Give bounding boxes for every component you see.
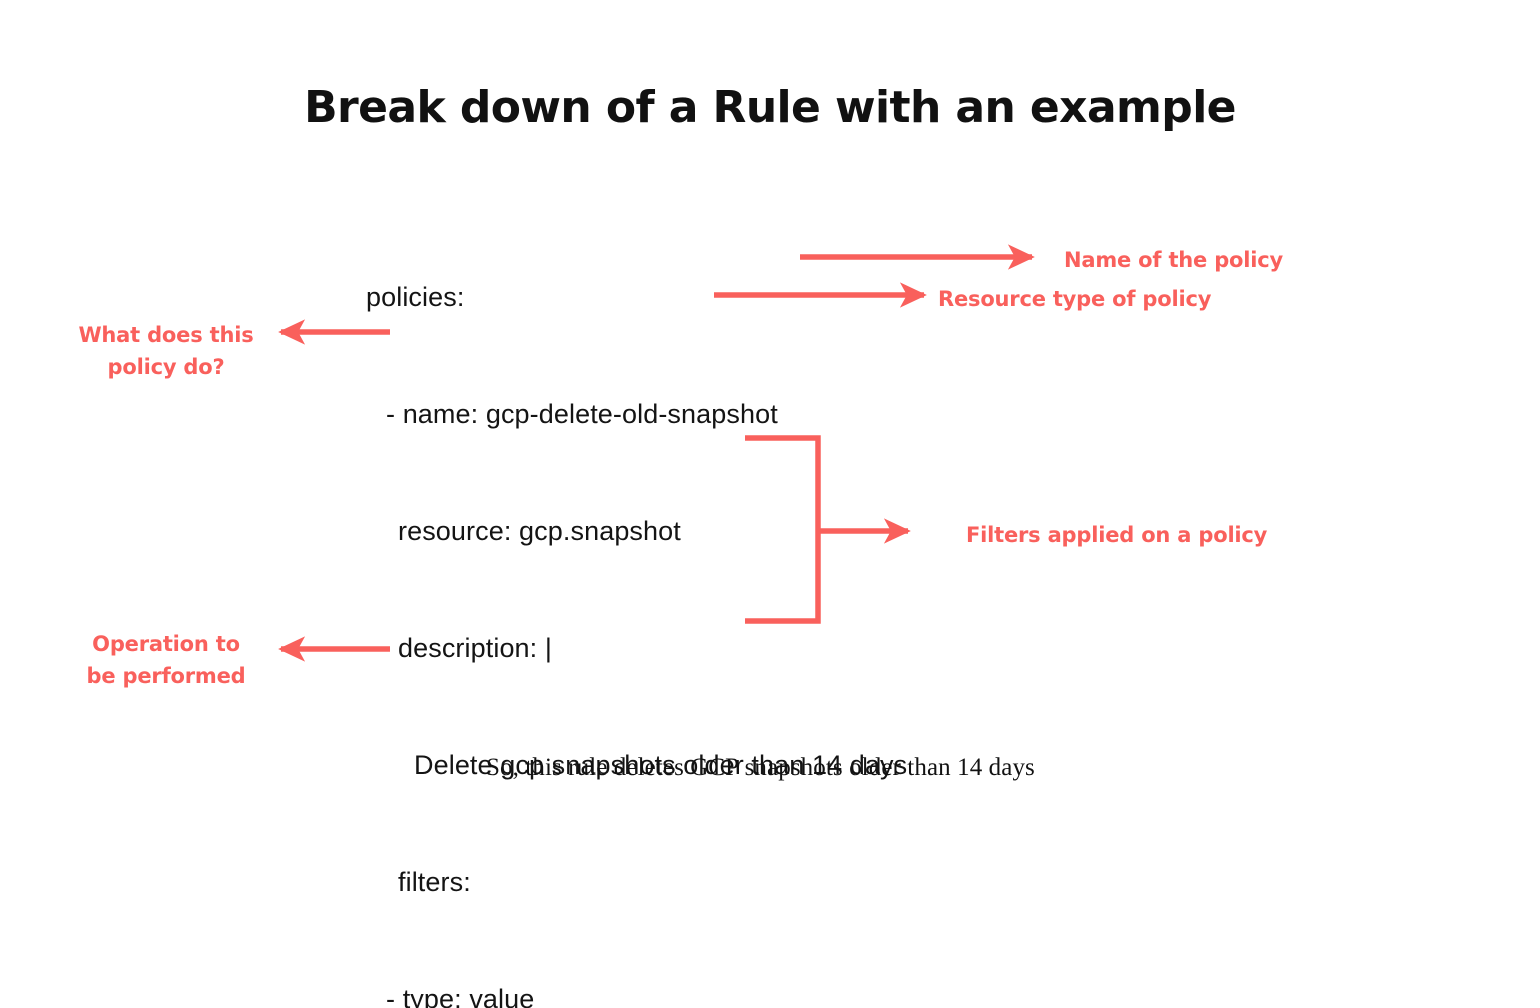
- yaml-line: policies:: [366, 282, 465, 312]
- yaml-line: Delete gcp snapshots older than 14 days: [414, 750, 908, 780]
- label-resource-type: Resource type of policy: [938, 287, 1212, 311]
- yaml-code-block: policies: - name: gcp-delete-old-snapsho…: [366, 200, 907, 1008]
- yaml-line: description: |: [398, 633, 552, 663]
- label-name-of-policy: Name of the policy: [1064, 248, 1283, 272]
- summary-caption: So, this rule deletes GCP snapshots olde…: [486, 754, 1035, 781]
- yaml-line: filters:: [398, 867, 471, 897]
- yaml-line: - type: value: [386, 984, 535, 1008]
- yaml-line: - name: gcp-delete-old-snapshot: [386, 399, 778, 429]
- label-line-1: What does this: [78, 323, 254, 347]
- label-line-2: policy do?: [107, 355, 225, 379]
- label-operation-to-be-performed: Operation to be performed: [78, 628, 254, 692]
- page-title: Break down of a Rule with an example: [304, 82, 1236, 133]
- label-line-2: be performed: [86, 664, 246, 688]
- label-what-does-policy-do: What does this policy do?: [78, 319, 254, 383]
- yaml-line: resource: gcp.snapshot: [398, 516, 681, 546]
- label-line-1: Operation to: [92, 632, 240, 656]
- label-filters-applied: Filters applied on a policy: [966, 523, 1268, 547]
